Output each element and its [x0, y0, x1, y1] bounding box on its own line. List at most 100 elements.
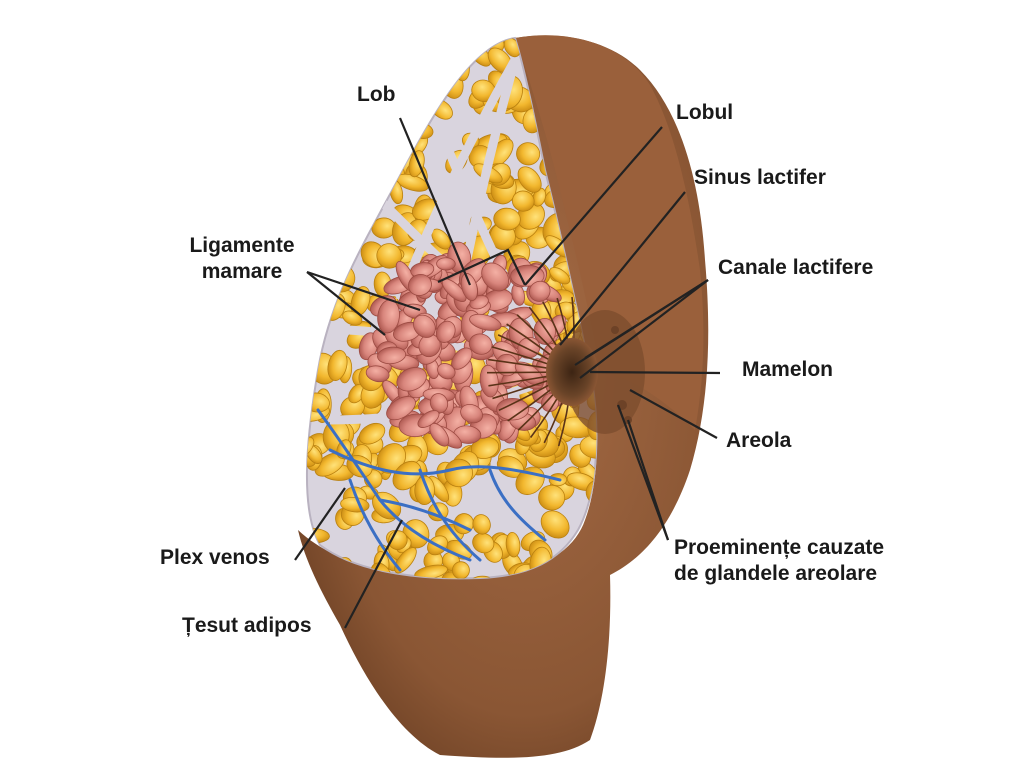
label-lobul: Lobul [676, 101, 734, 124]
fat-globule [505, 531, 521, 558]
fat-globule [378, 115, 397, 135]
fat-globule [389, 40, 421, 65]
fat-globule [306, 290, 313, 313]
fat-globule [330, 163, 356, 182]
fat-globule [423, 38, 454, 66]
label-ligamente-line2: mamare [201, 260, 283, 283]
fat-globule [384, 55, 413, 75]
fat-globule [408, 150, 425, 178]
lobule [365, 365, 390, 383]
leader-lob [398, 117, 472, 286]
fat-globule [318, 101, 338, 125]
fat-globule [339, 59, 371, 78]
fat-globule [451, 561, 470, 579]
vein [378, 498, 472, 532]
fat-globule [419, 65, 445, 98]
fat-globule [342, 130, 365, 159]
fat-globule [325, 135, 346, 153]
leader-sinus [559, 191, 686, 346]
fat-globule [358, 422, 386, 445]
label-proeminente-line1: Proeminențe cauzate [674, 536, 885, 559]
fat-globule [306, 332, 322, 352]
vein [418, 468, 482, 562]
fat-globule [351, 131, 376, 161]
fat-globule [306, 292, 330, 324]
leader-ligamente-a [306, 270, 421, 312]
lobule [481, 262, 510, 292]
fat-globule [330, 38, 345, 64]
fat-globule [538, 484, 566, 511]
leader-plex [294, 487, 346, 561]
fat-globule [306, 167, 328, 193]
fat-globule [367, 132, 392, 152]
fat-globule [314, 194, 339, 219]
leader-proem-2 [626, 419, 670, 541]
fat-globule [400, 80, 428, 98]
lobule [418, 334, 441, 358]
fat-globule [328, 137, 351, 162]
vein [488, 468, 547, 542]
fat-globule [403, 110, 424, 132]
label-tesut-adipos: Țesut adipos [182, 614, 312, 637]
leader-tesut [344, 519, 403, 629]
fat-globule [427, 78, 444, 99]
leader-mamelon [589, 370, 721, 375]
lobule [377, 346, 407, 365]
lobule [468, 333, 493, 355]
fat-globule [341, 38, 358, 55]
nipple [546, 338, 598, 406]
fat-globule [313, 104, 339, 130]
label-proeminente-line2: de glandele areolare [674, 562, 878, 585]
fat-globule [306, 319, 318, 347]
fat-globule [311, 150, 332, 172]
fat-globule [327, 349, 348, 381]
lobule [437, 363, 456, 380]
fat-globule [320, 124, 352, 146]
vein [348, 478, 402, 572]
venous-plexus [316, 408, 562, 572]
label-lob: Lob [357, 83, 396, 106]
fat-globule [353, 162, 373, 186]
leader-lines [294, 117, 721, 629]
leader-ligamente-b [306, 271, 386, 336]
fat-globule [321, 251, 342, 271]
fat-globule [341, 111, 359, 131]
fat-globule [306, 131, 322, 160]
fat-globule [425, 38, 448, 54]
fat-globule [516, 142, 541, 166]
fat-globule [320, 95, 344, 121]
fat-globule [437, 58, 460, 79]
fat-globule [332, 119, 352, 139]
fat-globule [431, 38, 458, 56]
fat-globule [532, 187, 547, 207]
fat-globule [356, 38, 382, 55]
suspensory-ligament [435, 128, 552, 353]
lobule [386, 396, 416, 421]
fat-globule [314, 68, 335, 87]
fat-globule [336, 52, 370, 82]
fat-globule [306, 99, 316, 122]
label-sinus-lactifer: Sinus lactifer [694, 166, 826, 189]
fat-globule [342, 310, 363, 326]
label-areola: Areola [726, 429, 792, 452]
lobule [436, 257, 456, 271]
fat-globule [309, 57, 341, 87]
leader-lobul [524, 126, 663, 286]
lobule [435, 320, 456, 343]
lobule [460, 403, 483, 424]
fat-globule [339, 77, 358, 106]
fat-globule [511, 190, 535, 212]
fat-globule [469, 575, 496, 579]
lobule [408, 274, 432, 296]
fat-globule [306, 43, 324, 76]
label-ligamente-line1: Ligamente [189, 234, 295, 257]
fat-globule [517, 166, 542, 193]
fat-globule [445, 48, 464, 71]
fat-globule [334, 142, 353, 167]
fat-globule [320, 38, 343, 61]
fat-globule [423, 38, 442, 58]
fat-globule [306, 43, 323, 70]
fat-globule [493, 207, 521, 231]
fat-globule [363, 202, 378, 222]
fat-globule [472, 532, 495, 554]
